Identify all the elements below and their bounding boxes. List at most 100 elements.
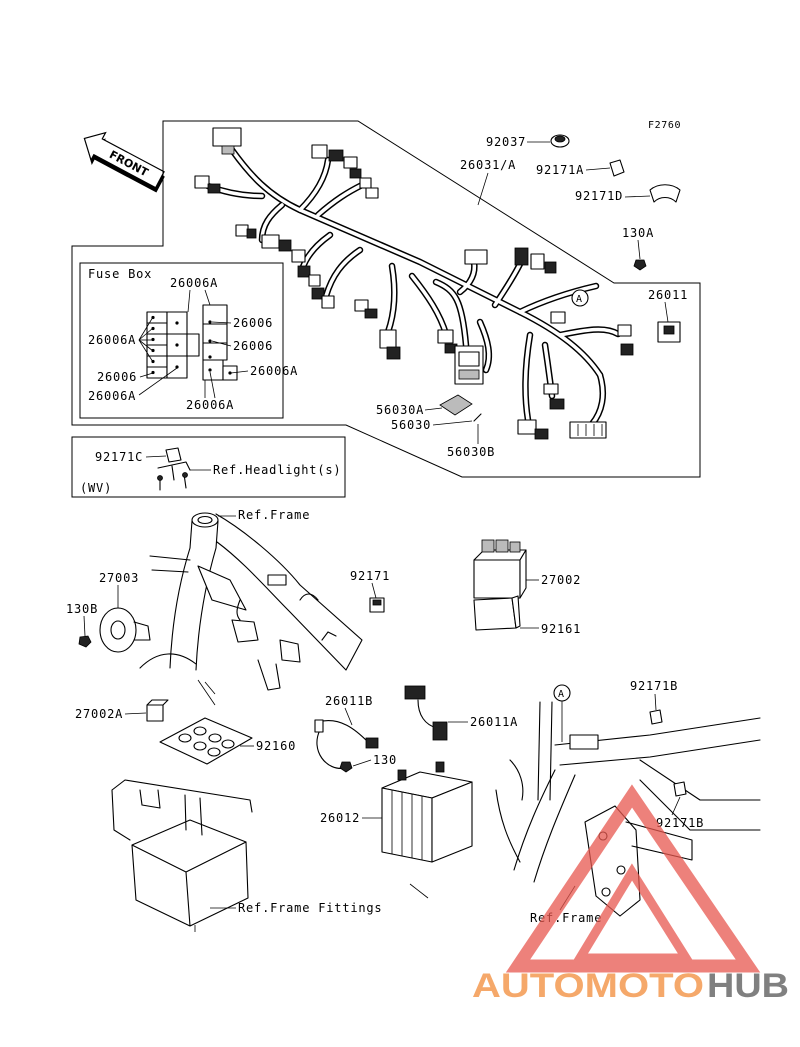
- fuse-grid: [146, 304, 238, 381]
- label-bolt-b: 130B: [66, 602, 98, 616]
- connector: [517, 419, 537, 435]
- fuse-box-inset: Fuse Box 26006A 26006 26006A: [79, 262, 298, 419]
- label-horn: 27003: [99, 571, 139, 585]
- harness-connectors: [194, 127, 634, 440]
- battery-tray: [111, 779, 253, 841]
- connector: [194, 175, 210, 189]
- label-ref-frame-top: Ref.Frame: [238, 508, 310, 522]
- bolt-130b: [78, 635, 92, 648]
- label-lead-a: 26011A: [470, 715, 518, 729]
- fuse-box-title: Fuse Box: [88, 267, 152, 281]
- connector: [549, 398, 565, 410]
- bolt-130a: [633, 259, 647, 271]
- label-main-harness: 26031/A: [460, 158, 516, 172]
- headlight-variant-label: (WV): [80, 481, 112, 495]
- relay-box-base: [458, 369, 480, 380]
- bolt-130: [339, 761, 353, 773]
- label-clamp-a: 92171A: [536, 163, 584, 177]
- fuse-label-right-3: 26006A: [250, 364, 298, 378]
- main-section-labels: 92037 26031/A 92171A 92171D 130A 26011 5…: [376, 135, 688, 459]
- label-bolt: 130: [373, 753, 397, 767]
- connector: [311, 144, 328, 159]
- long-connector: [569, 421, 607, 439]
- fuse-box-frame: [79, 262, 284, 419]
- headlight-bracket: [157, 461, 191, 491]
- fuse-label-left-1: 26006A: [88, 333, 136, 347]
- connector: [349, 168, 362, 179]
- battery-case-assembly: [111, 679, 253, 932]
- relay-cover-plate: [439, 394, 473, 416]
- lower-section-labels: Ref.Frame 27003 130B 92171 27002 92161 9…: [66, 508, 703, 925]
- connector: [437, 329, 454, 344]
- battery-and-leads: [204, 681, 473, 899]
- fuse-label-right-2: 26006: [233, 339, 273, 353]
- label-battery-pad: 92160: [256, 739, 296, 753]
- connector: [207, 183, 221, 194]
- watermark-triangle-icon: [505, 784, 761, 973]
- connector: [617, 324, 632, 337]
- clamp-92171d: [649, 184, 681, 203]
- frame-backbone: [215, 513, 363, 671]
- connector: [308, 274, 321, 287]
- ref-marker-a-upper-letter: A: [576, 294, 583, 305]
- label-lead: 26011: [648, 288, 688, 302]
- label-cap: 92037: [486, 135, 526, 149]
- battery-side: [431, 781, 473, 863]
- frame-bracket: [231, 619, 259, 643]
- connector: [543, 383, 559, 395]
- frame-bracket: [569, 734, 599, 750]
- label-relay-cover: 56030A: [376, 403, 424, 417]
- ref-marker-a-lower-letter: A: [558, 689, 565, 700]
- frame-gusset: [197, 565, 247, 611]
- connector: [464, 249, 488, 265]
- ecu-body: [473, 559, 521, 599]
- label-ecu-pad: 92161: [541, 622, 581, 636]
- battery-case: [131, 819, 249, 927]
- ecu-assembly: [473, 539, 527, 631]
- front-arrow-icon: FRONT: [83, 131, 165, 193]
- relay-pin: [473, 413, 482, 422]
- watermark-inner-triangle-icon: [572, 863, 695, 963]
- ecu-connector: [481, 539, 495, 553]
- lead-26011b: [316, 720, 369, 769]
- connector: [550, 311, 566, 324]
- connector: [364, 308, 378, 319]
- connector: [235, 224, 249, 237]
- battery-terminal: [397, 769, 407, 781]
- headlight-clamp-label: 92171C: [95, 450, 143, 464]
- main-harness-frame-outline: [71, 120, 701, 478]
- connector: [365, 187, 379, 199]
- main-section-parts: [550, 134, 681, 343]
- connector: [328, 149, 344, 162]
- connector: [514, 247, 529, 266]
- connector: [544, 261, 557, 274]
- label-battery: 26012: [320, 811, 360, 825]
- frame-bracket: [267, 574, 287, 586]
- fuse-label-left-3: 26006A: [88, 389, 136, 403]
- ecu-pad: [473, 597, 517, 631]
- watermark-logo: [505, 784, 761, 973]
- connector: [534, 428, 549, 440]
- main-fuse-connector: [212, 127, 242, 147]
- connector: [386, 346, 401, 360]
- headlight-clamp: [165, 447, 182, 463]
- label-lead-b: 26011B: [325, 694, 373, 708]
- connector: [343, 156, 358, 169]
- label-ref-frame-fittings: Ref.Frame Fittings: [238, 901, 382, 915]
- label-clamp-b-top: 92171B: [630, 679, 678, 693]
- figure-code: F2760: [648, 120, 681, 131]
- fuse-label-left-2: 26006: [97, 370, 137, 384]
- connector: [261, 234, 280, 249]
- connector: [354, 299, 369, 312]
- label-ecu: 27002: [541, 573, 581, 587]
- ref-marker-a-lower: A: [553, 684, 571, 702]
- label-relay-clip: 56030B: [447, 445, 495, 459]
- clamp-92171a: [609, 159, 625, 177]
- fuse-label-bottom: 26006A: [186, 398, 234, 412]
- connector: [278, 239, 292, 252]
- watermark-text-part2: HUB: [707, 967, 789, 1005]
- connector: [379, 329, 397, 349]
- clamp-92171b-upper: [649, 709, 663, 725]
- battery-front: [381, 787, 433, 863]
